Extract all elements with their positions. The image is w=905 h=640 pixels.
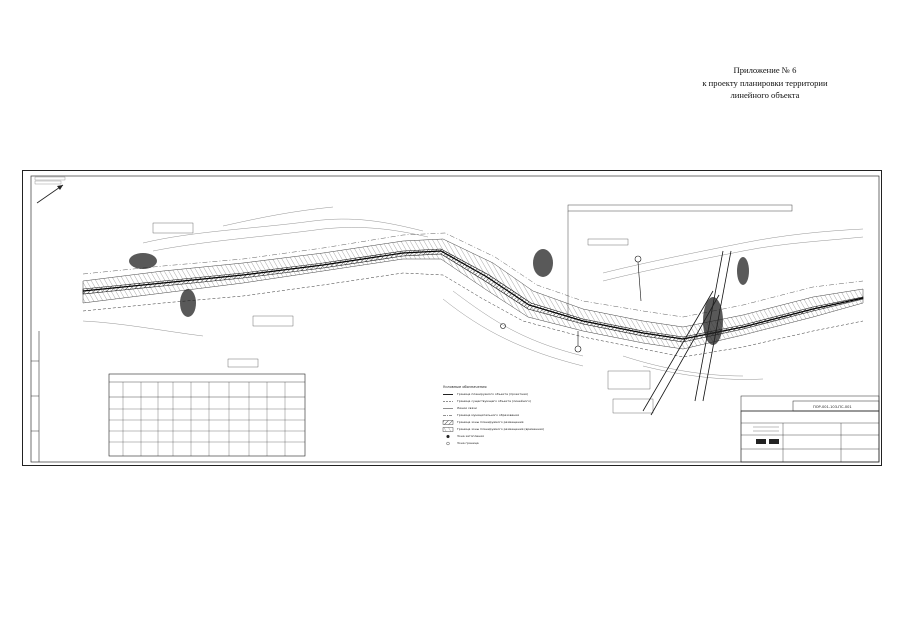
route-plan-drawing: Условные обозначения Граница планируемог… [30, 175, 880, 463]
legend-title: Условные обозначения [443, 385, 487, 389]
legend-symbol [446, 434, 450, 439]
legend: Условные обозначения Граница планируемог… [442, 385, 544, 446]
north-arrow-icon [34, 176, 66, 204]
legend-symbol [442, 420, 454, 425]
legend-symbol [446, 441, 450, 446]
terrain-detail [129, 249, 749, 345]
route-centerline [82, 250, 864, 340]
corridor-hatch [82, 248, 864, 343]
coordinates-table [108, 373, 306, 457]
legend-item-label: Граница муниципального образования [457, 413, 519, 417]
annex-caption: Приложение № 6 к проекту планировки терр… [690, 64, 840, 102]
legend-item-label: Зона затопления [457, 434, 484, 438]
legend-symbol [442, 427, 454, 432]
legend-item-label: Граница зоны планируемого размещения (вр… [457, 427, 544, 431]
drawing-sheet: Условные обозначения Граница планируемог… [22, 170, 882, 466]
legend-item-label: Граница планируемого объекта (проектная) [457, 392, 528, 396]
callout-markers [500, 255, 642, 353]
right-of-way-band [82, 238, 864, 350]
legend-item-label: Зона граница [457, 441, 479, 445]
annex-title: Приложение № 6 [733, 65, 797, 75]
legend-item-label: Граница зоны планируемого размещения [457, 420, 524, 424]
legend-item-label: Линии связи [457, 406, 477, 410]
legend-item-label: Граница существующего объекта (линейного… [457, 399, 531, 403]
annotation-labels [152, 222, 654, 414]
title-block [740, 395, 880, 463]
inner-frame [30, 175, 880, 463]
annex-subtitle-1: к проекту планировки территории [702, 77, 828, 88]
drawing-code: ПОР-001-103-ПС-001 [813, 405, 852, 409]
annex-subtitle-2: линейного объекта [730, 90, 800, 100]
